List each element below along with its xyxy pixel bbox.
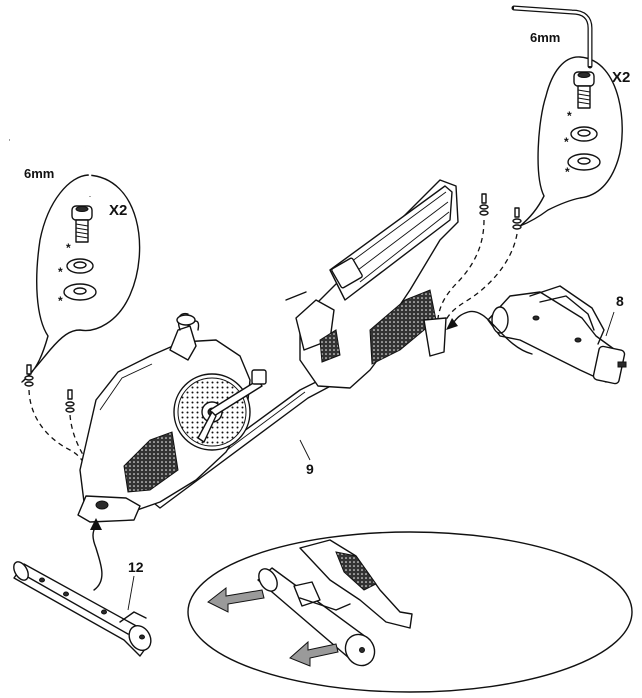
detail-arrow [208, 588, 264, 612]
marker-asterisk: * [565, 165, 570, 179]
washer-icon [67, 259, 93, 273]
bolt-icon [574, 72, 594, 108]
quantity-label: X2 [109, 202, 127, 219]
quantity-label: X2 [612, 69, 630, 86]
marker-asterisk: * [58, 265, 63, 279]
marker-asterisk: * [58, 294, 63, 308]
tool-size-label: 6mm [530, 30, 560, 45]
end-cap [492, 307, 508, 333]
bolt-icon [72, 206, 92, 242]
marker-asterisk: * [567, 109, 572, 123]
part-label-rear-stabilizer: 8 [616, 293, 624, 309]
detail-oval-border [188, 532, 632, 692]
front-foot-bracket [78, 496, 140, 522]
hardware-stack-icon [480, 194, 521, 229]
pedal [252, 370, 266, 384]
part-label-front-stabilizer: 12 [128, 559, 144, 575]
part-label-main-frame: 9 [306, 461, 314, 477]
washer-icon [64, 284, 96, 300]
detail-arrow [290, 642, 338, 666]
washer-icon [568, 154, 600, 170]
front-stabilizer-tube [14, 564, 150, 656]
arrow-icon [90, 518, 102, 590]
main-frame [78, 180, 458, 522]
marker-asterisk: * [66, 241, 71, 255]
arrow-icon [208, 588, 264, 612]
arrow-icon [290, 642, 338, 666]
washer-icon [571, 127, 597, 141]
rear-foot-bracket [424, 318, 446, 356]
tool-size-label: 6mm [24, 166, 54, 181]
rear-stabilizer [488, 286, 626, 384]
right-hardware-callout: 6mm X2 * * * [438, 8, 630, 320]
detail-oval [188, 532, 632, 692]
marker-asterisk: * [564, 135, 569, 149]
right-callout-bubble [520, 57, 622, 226]
